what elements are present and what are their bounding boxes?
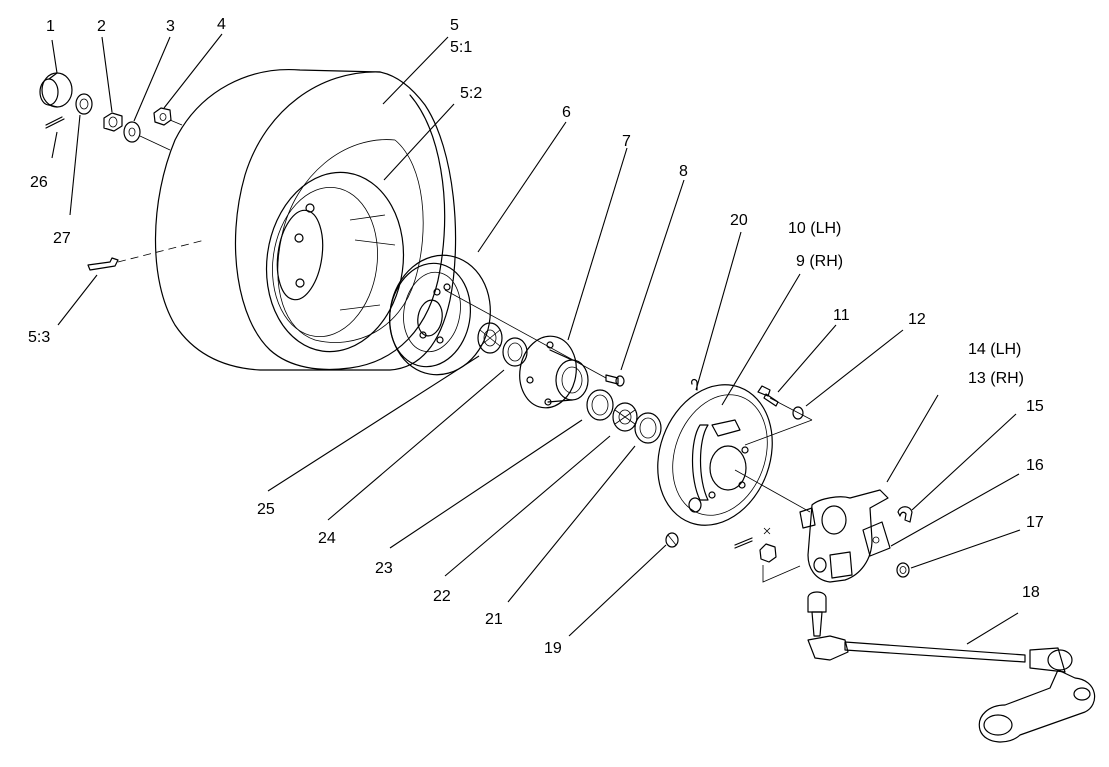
callout-10: 10 (LH) xyxy=(788,220,841,237)
nut-2 xyxy=(103,112,123,132)
grease-seal-21 xyxy=(634,412,662,444)
callout-19: 19 xyxy=(544,640,562,657)
spring-clip-20 xyxy=(691,378,698,391)
nut-27 xyxy=(75,93,93,115)
rim-outer xyxy=(265,171,405,353)
bracket-16 xyxy=(862,521,891,557)
leader-lines xyxy=(51,33,1021,645)
valve-stem xyxy=(87,257,119,271)
callout-labels: 1 2 3 4 5 5:1 5:2 5:3 6 7 8 9 (RH) 10 (L… xyxy=(28,16,1044,657)
tire-outer xyxy=(154,68,457,371)
brake-backing-plate xyxy=(657,384,773,526)
bearing-cone-25 xyxy=(477,322,503,354)
callout-9: 9 (RH) xyxy=(796,253,843,270)
callout-7: 7 xyxy=(622,133,631,150)
castle-nut xyxy=(734,537,777,563)
tire-assembly xyxy=(154,68,457,371)
bearing-cup-24 xyxy=(502,337,528,367)
callout-16: 16 xyxy=(1026,457,1044,474)
spindle xyxy=(799,489,889,583)
callout-17: 17 xyxy=(1026,514,1044,531)
callout-5-3: 5:3 xyxy=(28,329,50,346)
callout-14: 14 (LH) xyxy=(968,341,1021,358)
callout-5-2: 5:2 xyxy=(460,85,482,102)
nut-12 xyxy=(792,406,804,420)
callout-2: 2 xyxy=(97,18,106,35)
tire-sidewall-inner xyxy=(277,139,424,343)
steering-arm xyxy=(978,669,1096,743)
rim-center xyxy=(276,209,324,301)
callout-23: 23 xyxy=(375,560,393,577)
wheel-stud-8 xyxy=(605,374,625,387)
cotter-pin-26 xyxy=(45,116,65,129)
rim-hole xyxy=(295,278,305,288)
callout-12: 12 xyxy=(908,311,926,328)
callout-20: 20 xyxy=(730,212,748,229)
cap-1 xyxy=(39,72,73,108)
callout-25: 25 xyxy=(257,501,275,518)
callout-5-1: 5:1 xyxy=(450,39,472,56)
callout-6: 6 xyxy=(562,104,571,121)
plug-19 xyxy=(665,532,679,548)
rim-assembly xyxy=(265,171,405,353)
bolt-11 xyxy=(757,385,779,407)
rim-inner xyxy=(272,186,378,338)
lug-nut-4 xyxy=(153,107,172,126)
callout-4: 4 xyxy=(217,16,226,33)
callout-21: 21 xyxy=(485,611,503,628)
callout-13: 13 (RH) xyxy=(968,370,1024,387)
callout-27: 27 xyxy=(53,230,71,247)
callout-3: 3 xyxy=(166,18,175,35)
brake-drum xyxy=(388,254,491,376)
rim-hole xyxy=(305,203,315,213)
clip-15 xyxy=(897,506,913,523)
callout-1: 1 xyxy=(46,18,55,35)
bearing-cup-23 xyxy=(586,389,614,421)
nut-17 xyxy=(896,562,910,578)
callout-8: 8 xyxy=(679,163,688,180)
washer-3 xyxy=(123,121,141,143)
callout-15: 15 xyxy=(1026,398,1044,415)
callout-22: 22 xyxy=(433,588,451,605)
callout-24: 24 xyxy=(318,530,336,547)
wheel-hub xyxy=(519,335,589,409)
callout-26: 26 xyxy=(30,174,48,191)
tie-rod xyxy=(807,591,1073,673)
bearing-cone-22 xyxy=(612,402,638,432)
callout-11: 11 xyxy=(833,307,850,324)
tire-sidewall xyxy=(234,71,446,370)
callout-5: 5 xyxy=(450,17,459,34)
callout-18: 18 xyxy=(1022,584,1040,601)
rim-hole xyxy=(294,233,304,243)
